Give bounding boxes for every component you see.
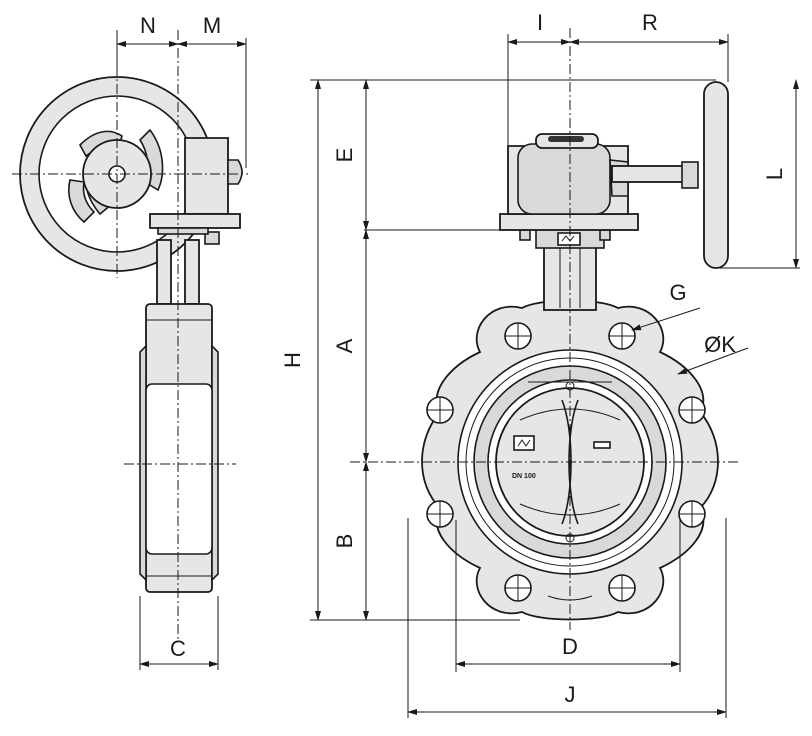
bolt-hole [608, 322, 636, 350]
dim-label-K: ØK [704, 332, 736, 357]
neck-left [156, 239, 172, 305]
dim-label-R: R [642, 10, 658, 35]
dim-label-A: A [332, 338, 357, 353]
bolt-hole [504, 322, 532, 350]
dim-label-N: N [140, 13, 156, 38]
handwheel-edge [703, 81, 729, 269]
gearbox-cover [517, 143, 611, 215]
flange-nut [519, 229, 531, 241]
input-shaft [611, 165, 691, 183]
disc-mark [593, 441, 611, 449]
gearbox-cap [227, 159, 243, 185]
bolt-holes [426, 322, 706, 602]
flange-plate [157, 227, 209, 235]
dim-label-B: B [332, 534, 357, 549]
dim-label-H: H [280, 352, 305, 368]
bolt-hole [608, 574, 636, 602]
disc-marking: DN 100 [512, 473, 536, 480]
shaft-coupling [681, 161, 699, 189]
front-view: DN 100 [350, 28, 740, 630]
dim-label-I: I [537, 10, 543, 35]
dim-label-E: E [332, 148, 357, 163]
seat-right [211, 344, 219, 582]
seat-left [139, 344, 147, 582]
neck-right [184, 239, 200, 305]
gearbox-side [184, 137, 229, 215]
bolt-hole [504, 574, 532, 602]
bolt-hole [426, 396, 454, 424]
side-view [12, 30, 248, 640]
bolt-hole [678, 396, 706, 424]
mounting-flange-side [149, 213, 241, 229]
handwheel-spoke [138, 128, 164, 192]
flange-nut [204, 231, 220, 245]
disc-side [145, 383, 213, 555]
dim-label-J: J [565, 682, 576, 707]
dim-label-M: M [203, 13, 221, 38]
dim-label-L: L [762, 168, 787, 180]
flange-nut [599, 229, 611, 241]
bolt-hole [426, 500, 454, 528]
dim-label-G: G [669, 280, 686, 305]
dim-label-C: C [170, 636, 186, 661]
side-dimensions: N M C [116, 13, 247, 670]
mounting-plate [499, 213, 639, 231]
indicator-window [548, 136, 584, 142]
front-dimensions: I R H E A B L D J G ØK [280, 10, 800, 718]
dim-label-D: D [562, 634, 578, 659]
bolt-hole [678, 500, 706, 528]
handwheel-spoke [68, 179, 96, 224]
